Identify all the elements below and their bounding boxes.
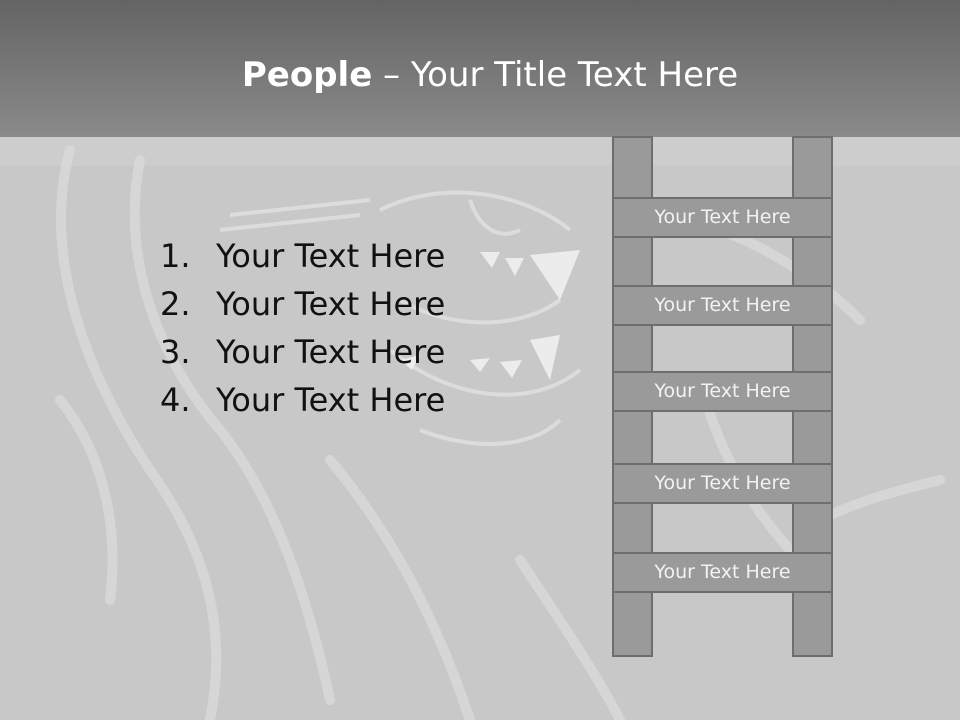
list-item: 2. Your Text Here	[160, 280, 445, 328]
numbered-list: 1. Your Text Here 2. Your Text Here 3. Your…	[160, 232, 445, 424]
list-text: Your Text Here	[216, 381, 446, 419]
ladder-rung: Your Text Here	[612, 197, 833, 238]
list-item: 1. Your Text Here	[160, 232, 445, 280]
list-number: 3.	[160, 333, 191, 371]
ladder-rung: Your Text Here	[612, 285, 833, 326]
list-text: Your Text Here	[216, 333, 446, 371]
ladder-rung: Your Text Here	[612, 552, 833, 593]
list-text: Your Text Here	[216, 285, 446, 323]
list-number: 4.	[160, 381, 191, 419]
list-number: 1.	[160, 237, 191, 275]
list-text: Your Text Here	[216, 237, 446, 275]
list-item: 4. Your Text Here	[160, 376, 445, 424]
slide-title: People – Your Title Text Here	[0, 52, 960, 98]
title-rest: – Your Title Text Here	[372, 55, 739, 95]
title-bold: People	[241, 55, 373, 95]
ladder-rung: Your Text Here	[612, 463, 833, 504]
list-item: 3. Your Text Here	[160, 328, 445, 376]
title-bar	[0, 0, 960, 137]
ladder-rung: Your Text Here	[612, 371, 833, 412]
list-number: 2.	[160, 285, 191, 323]
